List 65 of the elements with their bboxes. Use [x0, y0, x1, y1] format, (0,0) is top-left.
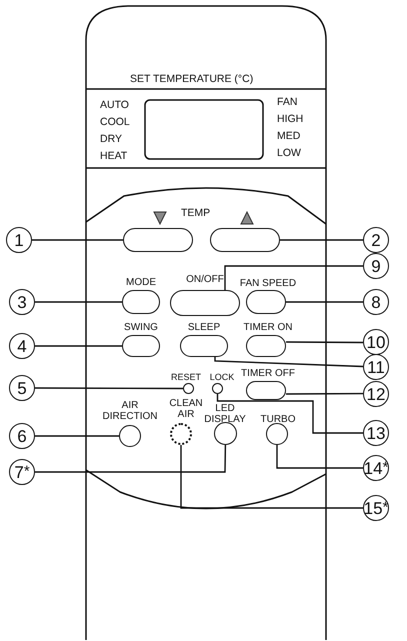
heading: SET TEMPERATURE (°C) — [130, 73, 254, 85]
button-label: TIMER ON — [244, 322, 292, 333]
leader-line — [216, 394, 363, 434]
callout-number: 9 — [363, 253, 389, 279]
oval-button — [210, 228, 280, 252]
mode-label: DRY — [100, 133, 122, 145]
callout-number: 3 — [9, 289, 35, 315]
mode-label: LOW — [277, 147, 301, 159]
callout-number: 6 — [9, 423, 35, 449]
callout-number: 8 — [363, 289, 389, 315]
callout-number: 13 — [363, 420, 389, 446]
oval-button — [170, 290, 240, 316]
leader-line — [32, 239, 123, 241]
button-label: LED DISPLAY — [203, 403, 247, 425]
mode-label: HIGH — [277, 113, 304, 125]
oval-button — [246, 381, 286, 400]
mode-label: AUTO — [100, 99, 129, 111]
oval-button — [122, 335, 160, 357]
button-label: SLEEP — [188, 322, 220, 333]
mode-label: COOL — [100, 116, 130, 128]
leader-line — [224, 265, 363, 290]
leader-line — [35, 345, 122, 347]
button-label: ON/OFF — [186, 274, 224, 285]
button-label: SWING — [124, 322, 158, 333]
button-label: TIMER OFF — [241, 368, 295, 379]
leader-line — [35, 435, 119, 437]
button-label: RESET — [171, 372, 201, 383]
round-button — [212, 383, 223, 394]
oval-button — [180, 335, 228, 357]
button-label: FAN SPEED — [240, 278, 296, 289]
leader-line — [35, 444, 226, 473]
button-label: LOCK — [210, 372, 234, 383]
callout-number: 5 — [9, 375, 35, 401]
leader-line — [35, 387, 183, 390]
round-button — [170, 423, 192, 445]
leader-line — [214, 357, 364, 368]
round-button — [183, 383, 194, 394]
button-label: MODE — [126, 277, 156, 288]
leader-line — [280, 239, 363, 241]
leader-line — [286, 301, 363, 303]
callout-number: 10 — [363, 329, 389, 355]
round-button — [119, 425, 141, 447]
callout-number: 2 — [363, 227, 389, 253]
mode-label: FAN — [277, 96, 298, 108]
round-button — [266, 423, 288, 445]
leader-line — [286, 392, 363, 395]
callout-number: 11 — [363, 354, 389, 380]
oval-button — [123, 228, 193, 252]
callout-number: 4 — [9, 333, 35, 359]
oval-button — [122, 290, 160, 314]
callout-number: 1 — [6, 227, 32, 253]
round-button — [214, 422, 237, 445]
leader-line — [180, 445, 363, 509]
mode-label: TEMP — [181, 207, 210, 219]
oval-button — [246, 335, 286, 357]
mode-label: MED — [277, 130, 300, 142]
leader-line — [35, 301, 122, 303]
button-label: TURBO — [260, 414, 296, 425]
button-label: CLEAN AIR — [168, 398, 204, 420]
button-label: AIR DIRECTION — [102, 400, 158, 422]
mode-label: HEAT — [100, 150, 128, 162]
callout-number: 12 — [363, 381, 389, 407]
leader-line — [276, 445, 363, 469]
oval-button — [246, 290, 286, 314]
leader-line — [286, 341, 363, 344]
